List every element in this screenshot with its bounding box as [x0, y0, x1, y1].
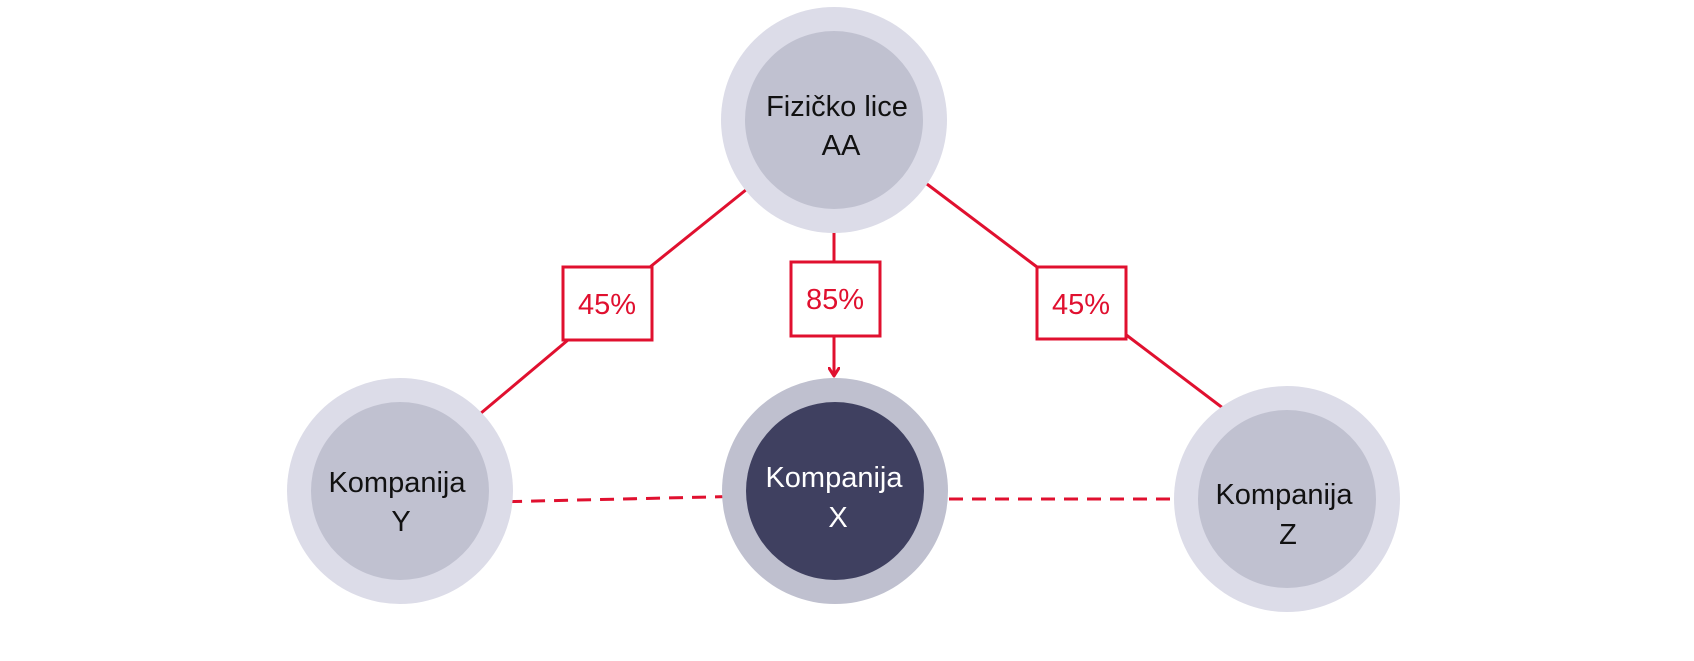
- node-label-line1: Kompanija: [328, 467, 466, 499]
- ownership-label-box: [561, 265, 654, 342]
- edge-aa-to-y-lower: [468, 338, 569, 424]
- svg-text:Kompanija X: Kompanija X: [765, 462, 910, 534]
- node-company-y: Kompanija Y: [287, 378, 513, 604]
- node-inner-circle: [745, 31, 923, 209]
- svg-text:Kompanija Y: Kompanija Y: [328, 467, 473, 538]
- node-company-x: Kompanija X: [722, 378, 948, 604]
- svg-text:Kompanija Z: Kompanija Z: [1215, 479, 1360, 551]
- svg-text:Fizičko lice AA: Fizičko lice AA: [766, 91, 916, 162]
- ownership-percentage: 45%: [1052, 289, 1110, 321]
- node-label-line1: Kompanija: [765, 462, 903, 494]
- ownership-label-x: 85%: [789, 260, 882, 338]
- node-inner-circle: [1198, 410, 1376, 588]
- ownership-label-box: [789, 260, 882, 338]
- ownership-label-z: 45%: [1035, 265, 1128, 341]
- node-label-line1: Kompanija: [1215, 479, 1353, 511]
- node-label-line2: AA: [822, 130, 861, 162]
- node-label-line1: Fizičko lice: [766, 91, 908, 123]
- ownership-label-y: 45%: [561, 265, 654, 342]
- ownership-percentage: 85%: [806, 284, 864, 316]
- node-inner-circle: [746, 402, 924, 580]
- edge-aa-to-y-upper: [649, 175, 763, 269]
- node-inner-circle: [311, 402, 489, 580]
- node-person-aa: Fizičko lice AA: [721, 7, 947, 233]
- edge-aa-to-z-upper: [906, 167, 1038, 269]
- ownership-label-box: [1035, 265, 1128, 341]
- node-company-z: Kompanija Z: [1174, 386, 1400, 612]
- node-label-line2: Z: [1279, 519, 1297, 551]
- edge-x-to-y-dashed: [493, 494, 753, 502]
- ownership-percentage: 45%: [578, 289, 636, 321]
- edge-aa-to-z-lower: [1124, 332, 1236, 418]
- node-label-line2: Y: [391, 506, 410, 538]
- node-label-line2: X: [828, 502, 847, 534]
